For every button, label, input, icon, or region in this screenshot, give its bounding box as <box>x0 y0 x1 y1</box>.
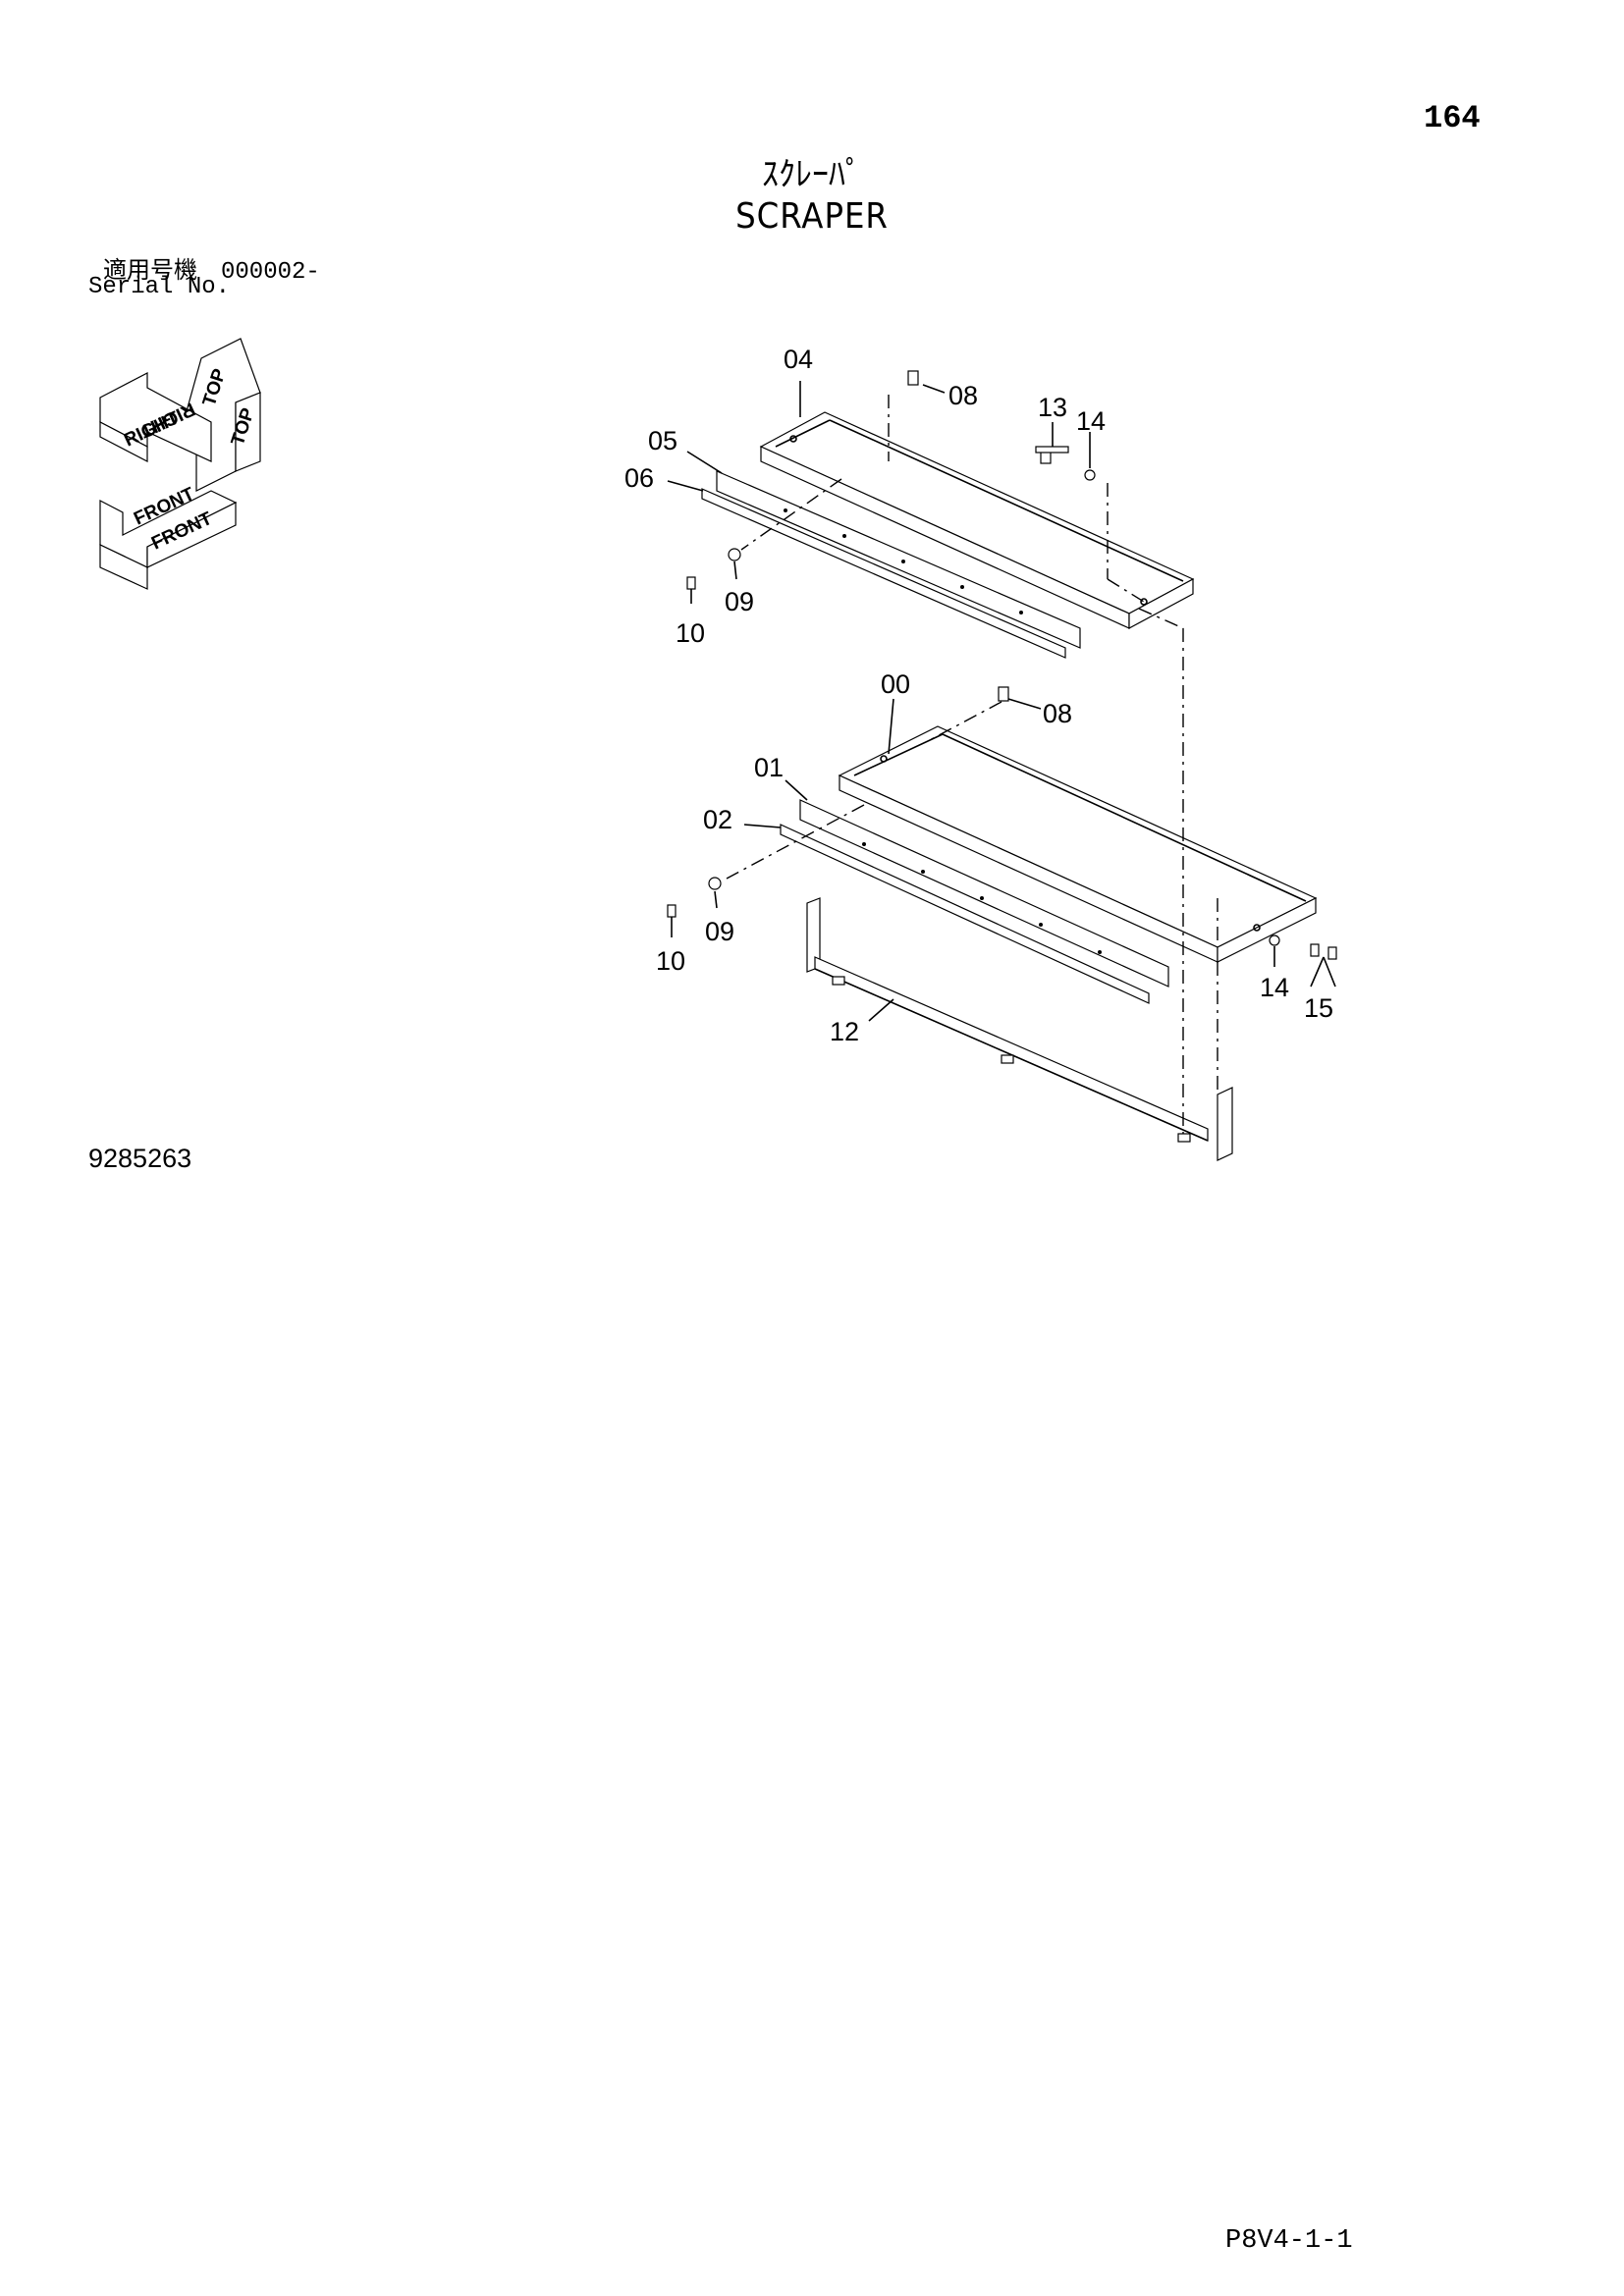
serial-label-japanese: 適用号機 000002- <box>103 259 320 286</box>
upper-frame-04 <box>759 411 1195 630</box>
callouts: 04 08 13 14 05 06 09 10 00 08 01 02 09 1… <box>624 345 1333 1046</box>
callout-05: 05 <box>648 426 677 455</box>
callout-12: 12 <box>830 1017 859 1046</box>
callout-01: 01 <box>754 753 784 782</box>
callout-15: 15 <box>1304 993 1333 1023</box>
drawing-number: 9285263 <box>88 1144 192 1173</box>
callout-02: 02 <box>703 805 732 834</box>
callout-09-upper: 09 <box>725 587 754 616</box>
callout-08-lower: 08 <box>1043 699 1072 728</box>
callout-14-upper: 14 <box>1076 406 1106 436</box>
callout-10-lower: 10 <box>656 946 685 976</box>
lower-frame-00 <box>838 725 1318 963</box>
page-number: 164 <box>1424 100 1481 136</box>
serial-label-english: Serial No. <box>88 274 231 300</box>
fasteners <box>667 370 1337 960</box>
callout-04: 04 <box>784 345 813 374</box>
alignment-lines <box>726 395 1218 1134</box>
title-english: SCRAPER <box>735 196 889 237</box>
bracket-bar-12 <box>806 897 1233 1161</box>
lower-strips-01-02 <box>780 799 1169 1004</box>
callout-06: 06 <box>624 463 654 493</box>
leader-lines <box>667 381 1336 1022</box>
callout-13: 13 <box>1038 393 1067 422</box>
callout-00: 00 <box>881 669 910 699</box>
callout-14-lower: 14 <box>1260 973 1289 1002</box>
title-japanese: ｽｸﾚｰﾊﾟ <box>762 155 862 194</box>
upper-strips-05-06 <box>701 470 1081 659</box>
orientation-indicator: TOP TOP RIGHT RIGHT FRONT FRONT <box>99 338 261 590</box>
callout-09-lower: 09 <box>705 917 734 946</box>
page-code: P8V4-1-1 <box>1225 2226 1353 2256</box>
callout-08-upper: 08 <box>948 381 978 410</box>
callout-10-upper: 10 <box>676 618 705 648</box>
